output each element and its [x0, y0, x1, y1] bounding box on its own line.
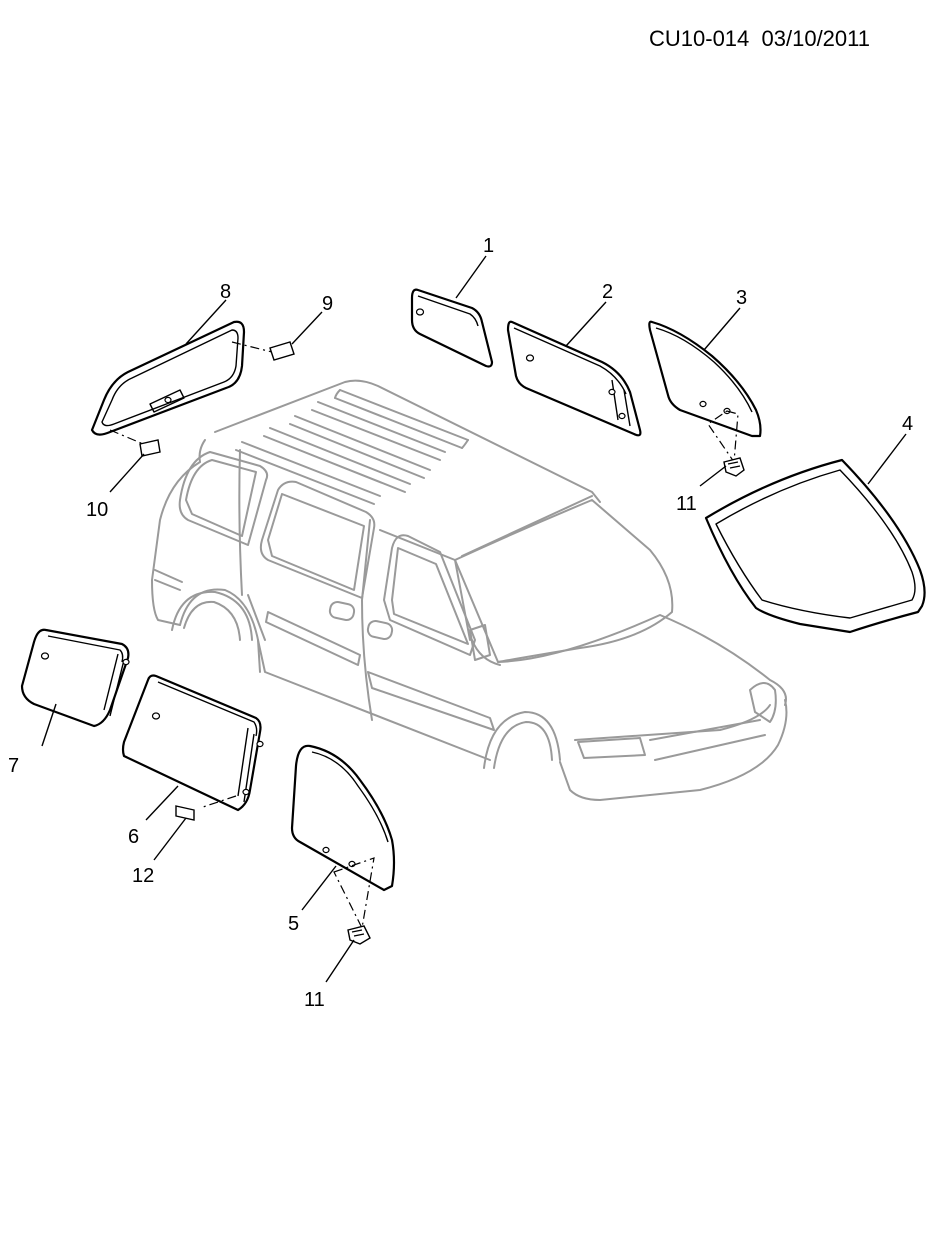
part-5-glass [290, 744, 396, 930]
part-8-liftgate-glass [90, 320, 273, 447]
callout-1: 1 [483, 235, 494, 257]
callout-4: 4 [902, 413, 913, 435]
callout-10: 10 [86, 499, 108, 521]
callout-2: 2 [602, 281, 613, 303]
callout-11-upper: 11 [676, 493, 697, 515]
part-9-clip [269, 341, 295, 361]
callout-7: 7 [8, 755, 19, 777]
part-3-glass [648, 320, 762, 464]
callout-6: 6 [128, 826, 139, 848]
diagram-code: CU10-014 [649, 26, 750, 51]
callout-3: 3 [736, 287, 747, 309]
callout-11-lower: 11 [304, 989, 325, 1011]
part-4-windshield [704, 458, 926, 634]
part-7-glass [20, 628, 130, 728]
callout-8: 8 [220, 281, 231, 303]
part-6-glass [121, 674, 264, 812]
callout-9: 9 [322, 293, 333, 315]
diagram-header: CU10-014 03/10/2011 [600, 26, 870, 52]
minivan-body [151, 379, 788, 801]
diagram-date: 03/10/2011 [761, 26, 870, 51]
part-12-tape [175, 805, 195, 821]
part-1-glass [410, 288, 494, 368]
callout-5: 5 [288, 913, 299, 935]
callout-labels: 1 2 3 4 5 6 7 8 9 10 11 12 11 [8, 235, 913, 1011]
leader-lines [41, 255, 907, 983]
part-11-clip-upper [723, 457, 745, 477]
part-11-clip-lower [347, 925, 371, 945]
callout-12: 12 [132, 865, 154, 887]
part-2-glass [506, 320, 642, 437]
part-10-clip [139, 439, 161, 457]
